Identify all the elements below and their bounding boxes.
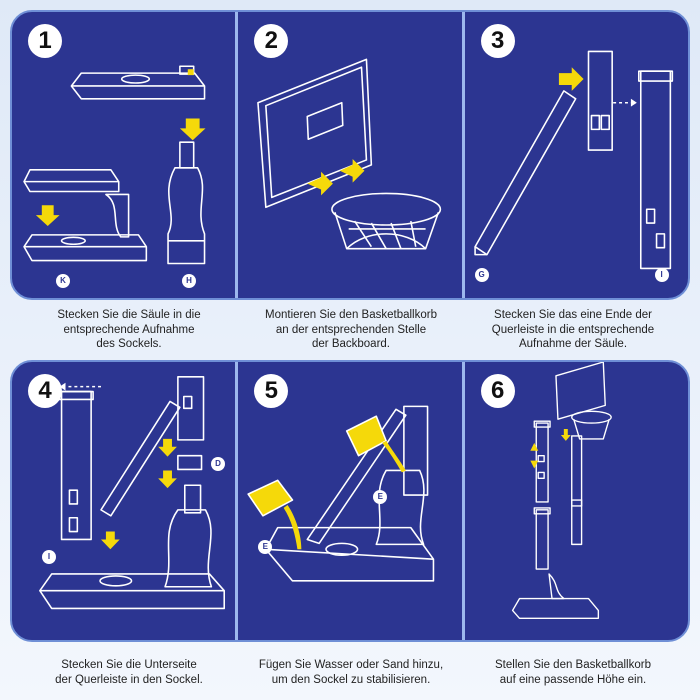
step-4-caption: Stecken Sie die Unterseite der Querleist… — [55, 659, 203, 686]
steps-row-top: 1 — [10, 10, 690, 300]
step-1-number: 1 — [28, 24, 62, 58]
part-label-k: K — [56, 274, 70, 288]
step-6-illustration — [511, 362, 612, 620]
part-label-e-right: E — [373, 490, 388, 504]
step-3-illustration — [473, 50, 673, 270]
step-4-number: 4 — [28, 374, 62, 408]
step-1-illustration — [23, 65, 206, 265]
step-1-panel: 1 — [12, 12, 239, 298]
step-6-panel: 6 — [465, 362, 688, 640]
part-label-g: G — [474, 268, 489, 282]
step-4-panel: 4 — [12, 362, 239, 640]
step-2-number: 2 — [254, 24, 289, 58]
step-5-illustration — [247, 405, 435, 582]
part-label-i-step4: I — [42, 550, 56, 564]
steps-row-bottom: 4 — [10, 360, 690, 642]
part-label-i: I — [654, 268, 669, 282]
step-2-caption: Montieren Sie den Basketballkorb an der … — [265, 309, 437, 350]
step-5-number: 5 — [254, 374, 289, 408]
step-5-panel: 5 E E — [238, 362, 465, 640]
step-6-caption: Stellen Sie den Basketballkorb auf eine … — [495, 659, 651, 686]
step-3-panel: 3 G I — [465, 12, 688, 298]
step-5-caption: Fügen Sie Wasser oder Sand hinzu, um den… — [258, 659, 444, 686]
part-label-d: D — [211, 457, 225, 471]
part-label-h: H — [182, 274, 196, 288]
step-6-number: 6 — [480, 374, 515, 408]
step-2-illustration — [257, 58, 442, 250]
step-3-number: 3 — [480, 24, 515, 58]
step-4-illustration — [39, 375, 226, 610]
step-3-caption: Stecken Sie das eine Ende der Querleiste… — [491, 309, 655, 350]
step-1-caption: Stecken Sie die Säule in die entsprechen… — [57, 309, 201, 350]
part-label-e-left: E — [258, 540, 273, 554]
step-2-panel: 2 — [238, 12, 465, 298]
